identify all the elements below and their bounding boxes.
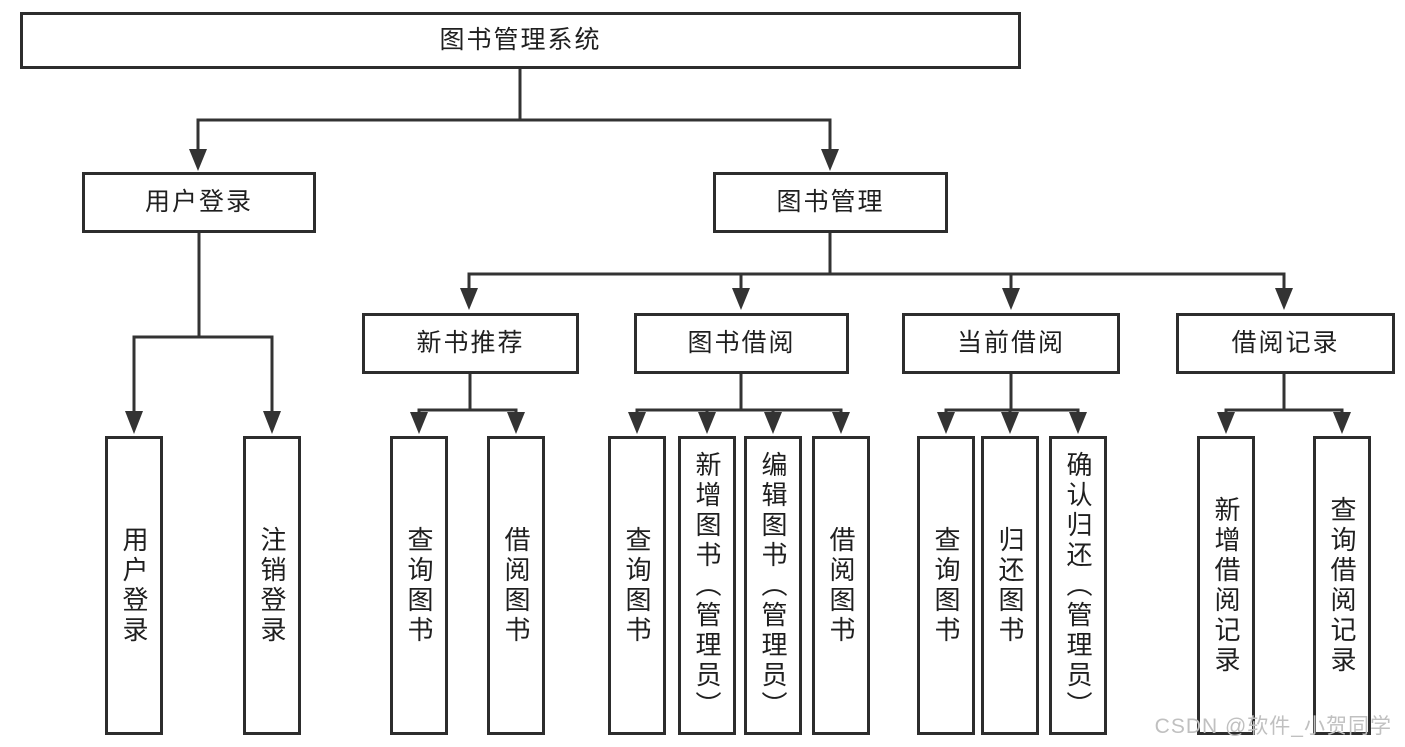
node-new-book-recommendation: 新书推荐 (362, 313, 579, 374)
leaf-query-books-current: 查询图书 (917, 436, 975, 735)
leaf-add-borrow-record: 新增借阅记录 (1197, 436, 1255, 735)
leaf-user-login: 用户登录 (105, 436, 163, 735)
node-library-management-system: 图书管理系统 (20, 12, 1021, 69)
leaf-borrow-books-recommend: 借阅图书 (487, 436, 545, 735)
leaf-return-books: 归还图书 (981, 436, 1039, 735)
leaf-add-book-admin: 新增图书（管理员） (678, 436, 736, 735)
node-book-management: 图书管理 (713, 172, 948, 233)
leaf-borrow-books-borrow: 借阅图书 (812, 436, 870, 735)
node-book-borrowing: 图书借阅 (634, 313, 849, 374)
csdn-watermark: CSDN @软件_小贺同学 (1154, 715, 1392, 738)
leaf-query-books-borrow: 查询图书 (608, 436, 666, 735)
leaf-query-borrow-record: 查询借阅记录 (1313, 436, 1371, 735)
node-current-borrowing: 当前借阅 (902, 313, 1120, 374)
leaf-logout: 注销登录 (243, 436, 301, 735)
leaf-query-books-recommend: 查询图书 (390, 436, 448, 735)
node-user-login: 用户登录 (82, 172, 316, 233)
leaf-edit-book-admin: 编辑图书（管理员） (744, 436, 802, 735)
leaf-confirm-return-admin: 确认归还（管理员） (1049, 436, 1107, 735)
node-borrowing-records: 借阅记录 (1176, 313, 1395, 374)
